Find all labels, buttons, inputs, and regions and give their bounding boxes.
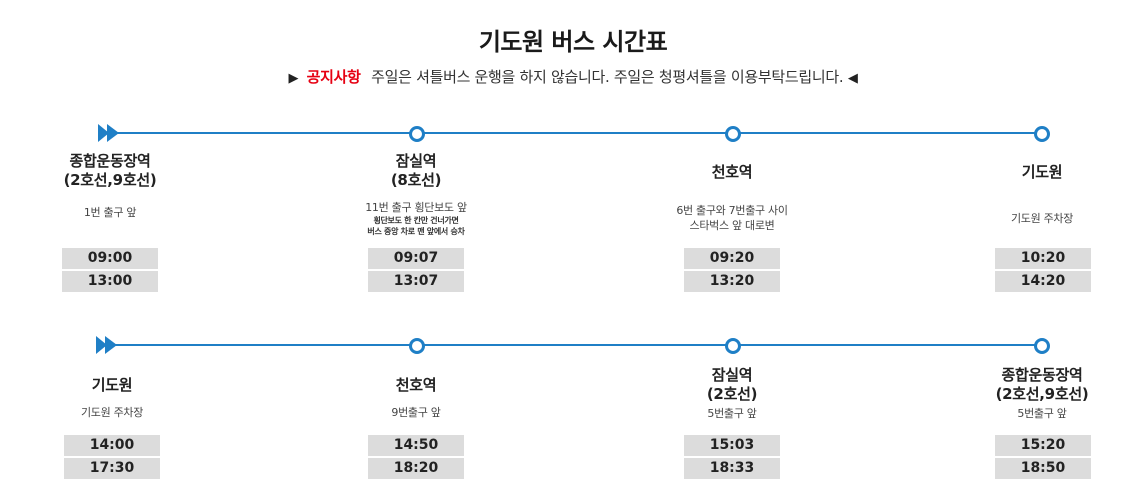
route-stop-marker — [1034, 126, 1050, 142]
departure-time: 13:07 — [368, 271, 464, 292]
stop-description: 기도원 주차장 — [80, 406, 144, 419]
departure-time: 14:50 — [368, 435, 464, 456]
route-stop-marker — [409, 338, 425, 354]
stop-cheonho: 천호역 9번출구 앞 — [316, 376, 516, 420]
stop-description: 9번출구 앞 — [391, 406, 441, 419]
route-outbound: 종합운동장역 (2호선,9호선) 1번 출구 앞 09:00 13:00 잠실역… — [10, 124, 1142, 294]
departure-time: 09:20 — [684, 248, 780, 269]
stop-jamsil: 잠실역 (8호선) 11번 출구 횡단보도 앞 횡단보도 한 칸만 건너가면 버… — [316, 152, 516, 237]
stop-description: 5번출구 앞 — [707, 407, 757, 420]
route-line — [110, 132, 1042, 134]
departure-time: 09:00 — [62, 248, 158, 269]
departure-time: 13:00 — [62, 271, 158, 292]
departure-times: 15:20 18:50 — [995, 435, 1091, 481]
stop-name: 기도원 — [1021, 163, 1063, 181]
stop-prayer-house: 기도원 기도원 주차장 — [12, 376, 212, 420]
departure-time: 18:20 — [368, 458, 464, 479]
departure-times: 14:00 17:30 — [64, 435, 160, 481]
departure-time: 14:00 — [64, 435, 160, 456]
stop-name: 잠실역 (8호선) — [390, 152, 442, 189]
stop-name: 잠실역 (2호선) — [706, 366, 758, 403]
notice-left-arrow-icon: ▶ — [288, 71, 299, 86]
departure-times: 10:20 14:20 — [995, 248, 1091, 294]
stop-name: 기도원 — [91, 376, 133, 394]
stop-name: 종합운동장역 (2호선,9호선) — [995, 366, 1089, 403]
stop-jonghap-stadium: 종합운동장역 (2호선,9호선) 5번출구 앞 — [942, 366, 1142, 421]
departure-time: 15:03 — [684, 435, 780, 456]
route-start-icon — [98, 124, 119, 142]
departure-time: 18:50 — [995, 458, 1091, 479]
notice-label: 공지사항 — [306, 68, 361, 86]
stop-cheonho: 천호역 6번 출구와 7번출구 사이 스타벅스 앞 대로변 — [632, 163, 832, 233]
stop-description: 5번출구 앞 — [1017, 407, 1067, 420]
departure-time: 17:30 — [64, 458, 160, 479]
departure-times: 09:07 13:07 — [368, 248, 464, 294]
departure-time: 10:20 — [995, 248, 1091, 269]
departure-times: 15:03 18:33 — [684, 435, 780, 481]
departure-times: 09:20 13:20 — [684, 248, 780, 294]
route-line — [110, 344, 1042, 346]
stop-description: 1번 출구 앞 — [83, 206, 137, 219]
route-stop-marker — [409, 126, 425, 142]
departure-time: 13:20 — [684, 271, 780, 292]
stop-jonghap-stadium: 종합운동장역 (2호선,9호선) 1번 출구 앞 — [10, 152, 210, 220]
route-stop-marker — [725, 126, 741, 142]
stop-name: 천호역 — [711, 163, 753, 181]
route-start-icon — [96, 336, 117, 354]
page-title: 기도원 버스 시간표 — [478, 28, 668, 56]
stop-name: 천호역 — [395, 376, 437, 394]
stop-description: 11번 출구 횡단보도 앞 — [365, 201, 467, 214]
departure-times: 14:50 18:20 — [368, 435, 464, 481]
stop-name: 종합운동장역 (2호선,9호선) — [63, 152, 157, 189]
stop-note: 횡단보도 한 칸만 건너가면 버스 중앙 차로 맨 앞에서 승차 — [367, 216, 465, 236]
departure-time: 14:20 — [995, 271, 1091, 292]
stop-description: 기도원 주차장 — [1010, 212, 1074, 225]
notice-right-arrow-icon: ◀ — [847, 71, 858, 86]
departure-time: 18:33 — [684, 458, 780, 479]
stop-jamsil: 잠실역 (2호선) 5번출구 앞 — [632, 366, 832, 421]
route-stop-marker — [1034, 338, 1050, 354]
departure-times: 09:00 13:00 — [62, 248, 158, 294]
stop-description: 6번 출구와 7번출구 사이 스타벅스 앞 대로변 — [676, 204, 788, 232]
departure-time: 15:20 — [995, 435, 1091, 456]
stop-prayer-house: 기도원 기도원 주차장 — [942, 163, 1142, 226]
notice-bar: ▶ 공지사항 주일은 셔틀버스 운행을 하지 않습니다. 주일은 청평셔틀을 이… — [0, 66, 1146, 87]
departure-time: 09:07 — [368, 248, 464, 269]
notice-text: 주일은 셔틀버스 운행을 하지 않습니다. 주일은 청평셔틀을 이용부탁드립니다… — [371, 68, 844, 86]
route-stop-marker — [725, 338, 741, 354]
